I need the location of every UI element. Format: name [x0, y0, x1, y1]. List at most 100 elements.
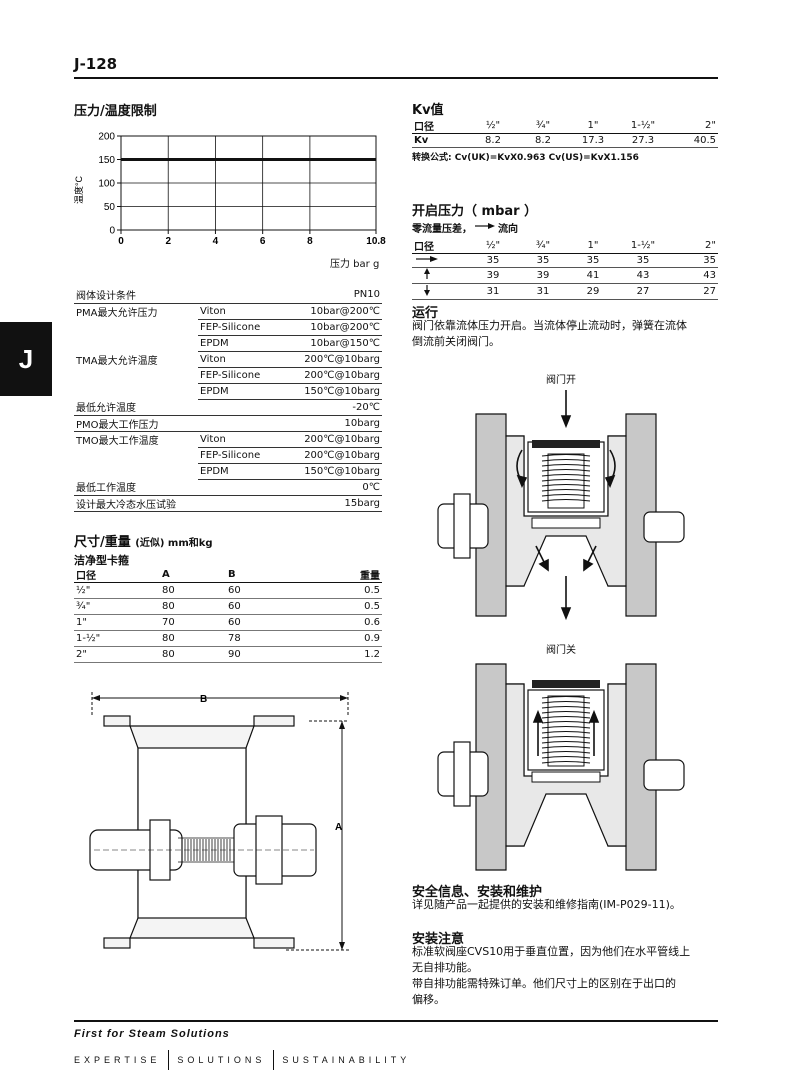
valve-open-label: 阀门开 [546, 375, 576, 386]
spec-value: 0℃ [302, 479, 382, 496]
install-line-1: 标准软阀座CVS10用于垂直位置，因为他们在水平管线上 [412, 945, 691, 958]
x-tick-label: 6 [260, 236, 266, 247]
safety-title: 安全信息、安装和维护 [412, 885, 543, 900]
spring-coil [541, 469, 591, 472]
spec-value: 10barg [302, 415, 382, 432]
footer-word: EXPERTISE [74, 1055, 161, 1065]
spec-label: 设计最大冷态水压试验 [74, 495, 198, 512]
x-tick-label: 4 [213, 236, 219, 247]
spec-value: 10bar@200℃ [302, 303, 382, 320]
dims-cell: 60 [210, 614, 318, 631]
spring-coil [541, 721, 591, 724]
spring-coil [541, 746, 591, 749]
dims-cell: 60 [210, 582, 318, 599]
kv-header: 2" [668, 118, 718, 134]
opening-value: 29 [568, 283, 618, 300]
spec-label [74, 383, 198, 399]
opening-value: 35 [568, 253, 618, 268]
kv-value: 40.5 [668, 133, 718, 148]
spec-value: -20℃ [302, 399, 382, 416]
spec-label [74, 319, 198, 335]
opening-value: 35 [618, 253, 668, 268]
dims-cell: 1" [74, 614, 144, 631]
y-axis-label: 温度°C [74, 175, 84, 204]
footer-slogan: First for Steam Solutions [74, 1028, 230, 1040]
install-line-2: 无自排功能。 [412, 961, 478, 974]
spec-material: Viton [198, 303, 302, 320]
pt-title: 压力/温度限制 [74, 104, 157, 119]
spring-coil [541, 726, 591, 729]
spec-label: 阀体设计条件 [74, 287, 198, 304]
spring-coil [541, 756, 591, 759]
dims-cell: 0.5 [318, 598, 382, 615]
spec-value: 200℃@10barg [302, 431, 382, 448]
spec-material [198, 415, 302, 432]
dims-cell: ¾" [74, 598, 144, 615]
operation-text: 阀门依靠流体压力开启。当流体停止流动时，弹簧在流体 倒流前关闭阀门。 [412, 318, 718, 350]
kv-value: 27.3 [618, 133, 668, 148]
x-tick-label: 8 [307, 236, 313, 247]
opening-header: 1" [568, 238, 618, 254]
spec-row: PMO最大工作压力 10barg [74, 415, 382, 432]
spec-material: Viton [198, 431, 302, 448]
opening-value: 39 [468, 267, 518, 284]
spec-value: 10bar@200℃ [302, 319, 382, 336]
kv-row-label: Kv [412, 133, 468, 148]
footer-words: EXPERTISE SOLUTIONS SUSTAINABILITY [74, 1050, 410, 1070]
install-line-4: 偏移。 [412, 993, 445, 1006]
dims-cell: 0.9 [318, 630, 382, 647]
opening-title: 开启压力（ mbar ） [412, 204, 538, 219]
spring-coil [541, 479, 591, 482]
y-tick-label: 200 [98, 132, 115, 143]
spec-value: 200℃@10barg [302, 367, 382, 384]
opening-value: 35 [518, 253, 568, 268]
spring-coil [541, 741, 591, 744]
x-tick-label: 10.8 [366, 236, 386, 247]
operation-line-1: 阀门依靠流体压力开启。当流体停止流动时，弹簧在流体 [412, 319, 687, 332]
spec-material: FEP-Silicone [198, 367, 302, 384]
spec-label: PMA最大允许压力 [76, 307, 158, 319]
dims-cell: 78 [210, 630, 318, 647]
dims-header: A [144, 567, 210, 583]
opening-value: 27 [668, 283, 718, 300]
flow-up-arrow-icon [412, 267, 468, 284]
spring-coil [541, 701, 591, 704]
kv-header: ½" [468, 118, 518, 134]
operation-line-2: 倒流前关闭阀门。 [412, 335, 500, 348]
dims-header: 重量 [318, 567, 382, 583]
x-tick-label: 0 [118, 236, 124, 247]
dims-cell: 80 [144, 646, 210, 663]
x-tick-label: 2 [165, 236, 171, 247]
spring-coil [541, 736, 591, 739]
opening-subtitle: 零流量压差， 流向 [412, 220, 518, 235]
spec-value: 150℃@10barg [302, 463, 382, 480]
dimension-drawing: B A [89, 692, 349, 951]
spec-label: PMO最大工作压力 [74, 415, 198, 432]
spec-label [74, 335, 198, 351]
kv-header: 1-½" [618, 118, 668, 134]
spec-material: FEP-Silicone [198, 319, 302, 336]
spring-coil [541, 731, 591, 734]
dim-b-label: B [200, 694, 207, 705]
x-axis-label: 压力 bar g [330, 259, 380, 270]
y-tick-label: 100 [98, 179, 115, 190]
spring-coil [541, 716, 591, 719]
spec-value: 150℃@10barg [302, 383, 382, 400]
spring-coil [541, 711, 591, 714]
opening-header: ¾" [518, 238, 568, 254]
dims-cell: 90 [210, 646, 318, 663]
section-tab: J [0, 322, 52, 396]
page-number: J-128 [74, 55, 118, 73]
y-tick-label: 0 [109, 226, 115, 237]
opening-value: 31 [518, 283, 568, 300]
